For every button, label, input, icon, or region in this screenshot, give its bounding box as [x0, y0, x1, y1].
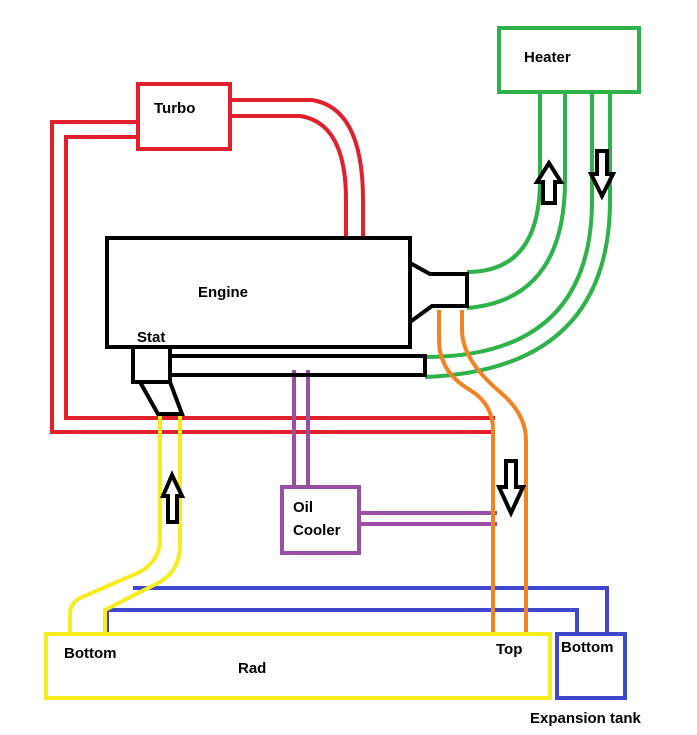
turbo-return-line-outer: [50, 120, 495, 434]
tank-bottom-label: Bottom: [561, 639, 614, 656]
oil-cooler-lines: [292, 370, 497, 526]
engine-outlet-housing: [408, 261, 469, 324]
oil-cooler-box: [280, 485, 361, 555]
turbo-feed-line-inner: [230, 114, 348, 238]
turbo-feed-line-outer: [230, 98, 365, 238]
bottom-hose-arrow-up: [159, 470, 186, 524]
bottom-hose-right: [103, 414, 182, 634]
expansion-tank-label: Expansion tank: [530, 710, 642, 727]
turbo-box: [136, 82, 232, 151]
top-hose-lines: [437, 310, 528, 634]
rad-bottom-label: Bottom: [64, 645, 117, 662]
heater-box: [497, 26, 641, 94]
stat-label: Stat: [137, 329, 165, 346]
heater-line-2: [466, 93, 567, 310]
thermostat-outlet: [138, 381, 185, 416]
turbo-return-line-inner: [64, 135, 495, 420]
oil-cooler-label-line2: Cooler: [293, 522, 341, 539]
radiator-box: [44, 632, 552, 700]
heater-label: Heater: [524, 49, 571, 66]
rad-top-label: Top: [496, 641, 522, 658]
expansion-tank-lines: [105, 586, 609, 634]
expansion-tank-box: [555, 632, 627, 700]
bottom-hose-left: [68, 414, 162, 634]
turbo-label: Turbo: [154, 100, 195, 117]
heater-coolant-lines: [424, 93, 612, 379]
heater-line-4: [424, 93, 612, 379]
top-hose-right: [460, 310, 528, 634]
bottom-hose-lines: [68, 414, 182, 634]
tank-line-inner: [105, 608, 579, 634]
heater-return-arrow-down: [587, 149, 617, 201]
heater-feed-arrow-up: [533, 159, 565, 205]
heater-line-1: [466, 93, 542, 274]
top-hose-arrow-down: [495, 459, 527, 518]
engine-label: Engine: [198, 284, 248, 301]
rad-label: Rad: [238, 660, 266, 677]
engine-block: [105, 236, 412, 349]
thermostat-housing: [131, 347, 172, 384]
engine-assembly: [105, 236, 469, 416]
turbo-coolant-lines: [50, 98, 495, 434]
top-hose-left: [437, 310, 495, 634]
engine-gallery-pipe: [168, 349, 427, 377]
tank-line-outer: [133, 586, 609, 634]
flow-arrows: [159, 149, 617, 524]
oil-cooler-label-line1: Oil: [293, 499, 313, 516]
